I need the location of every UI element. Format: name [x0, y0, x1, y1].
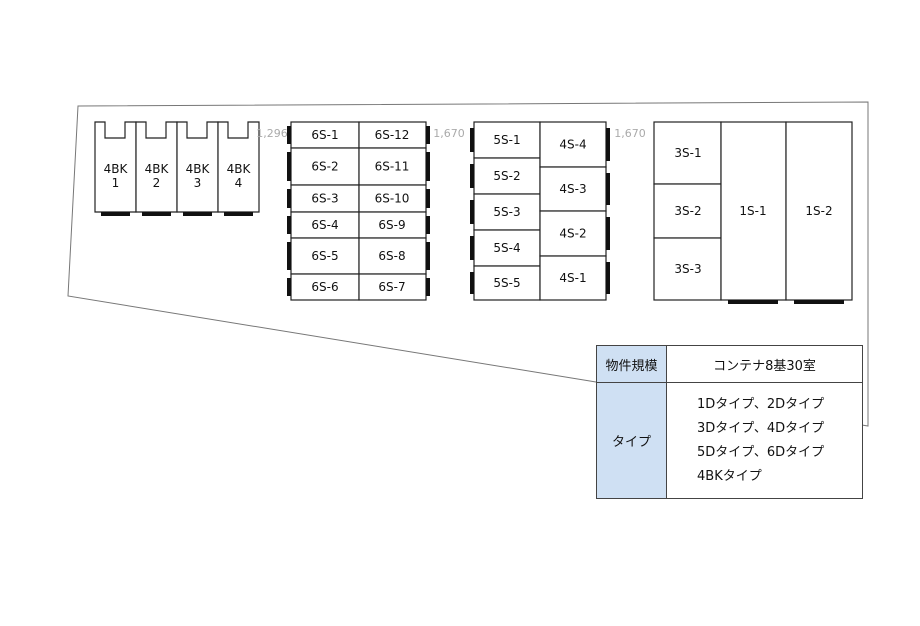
unit-5s — [473, 121, 541, 159]
door-marker — [606, 262, 610, 294]
unit-6s — [290, 147, 360, 186]
door-marker — [606, 217, 610, 250]
unit-label: 3S-1 — [674, 146, 701, 160]
unit-label: 5S-5 — [493, 276, 520, 290]
door-marker — [287, 216, 291, 234]
unit-label: 1S-1 — [739, 204, 766, 218]
type-line: 1Dタイプ、2Dタイプ — [697, 396, 825, 412]
door-marker — [606, 128, 610, 161]
unit-label: 6S-10 — [375, 192, 410, 206]
door-marker — [142, 212, 171, 216]
unit-label: 6S-7 — [378, 280, 405, 294]
door-marker — [101, 212, 130, 216]
unit-6s — [358, 211, 427, 239]
dimension-label: 1,670 — [433, 127, 465, 140]
type-header: タイプ — [596, 382, 667, 499]
door-marker — [426, 126, 430, 144]
type-line: 3Dタイプ、4Dタイプ — [697, 420, 825, 436]
scale-header: 物件規模 — [596, 345, 667, 383]
door-marker — [287, 126, 291, 144]
unit-5s — [473, 229, 541, 267]
unit-label: 5S-4 — [493, 241, 520, 255]
door-marker — [470, 200, 474, 224]
unit-5s — [473, 265, 541, 301]
door-marker — [470, 164, 474, 188]
unit-label: 6S-3 — [311, 192, 338, 206]
dimension-label: 1,670 — [614, 127, 646, 140]
unit-label: 6S-6 — [311, 280, 338, 294]
door-marker — [606, 173, 610, 205]
unit-4s — [539, 255, 607, 301]
unit-label: 5S-1 — [493, 133, 520, 147]
door-marker — [426, 189, 430, 208]
scale-value: コンテナ8基30室 — [666, 345, 863, 383]
unit-4s — [539, 210, 607, 257]
unit-label: 6S-9 — [378, 218, 405, 232]
unit-6s — [358, 237, 427, 275]
unit-4s — [539, 121, 607, 168]
unit-label: 4S-4 — [559, 138, 586, 152]
unit-label: 6S-12 — [375, 128, 410, 142]
unit-label: 6S-8 — [378, 249, 405, 263]
unit-label: 6S-1 — [311, 128, 338, 142]
door-marker — [794, 300, 844, 304]
door-marker — [728, 300, 778, 304]
unit-label: 6S-4 — [311, 218, 338, 232]
unit-label: 4S-1 — [559, 271, 586, 285]
dimension-label: 1,296 — [256, 127, 288, 140]
type-line: 5Dタイプ、6Dタイプ — [697, 444, 825, 460]
unit-label: 6S-11 — [375, 160, 410, 174]
door-marker — [426, 216, 430, 234]
door-marker — [426, 242, 430, 270]
unit-6s — [290, 273, 360, 301]
unit-label: 6S-2 — [311, 160, 338, 174]
door-marker — [287, 278, 291, 296]
door-marker — [426, 278, 430, 296]
door-marker — [287, 152, 291, 181]
door-marker — [470, 128, 474, 152]
door-marker — [287, 189, 291, 208]
unit-6s — [358, 121, 427, 149]
door-marker — [183, 212, 212, 216]
unit-label: 3S-2 — [674, 204, 701, 218]
door-marker — [426, 152, 430, 181]
type-values: 1Dタイプ、2Dタイプ 3Dタイプ、4Dタイプ 5Dタイプ、6Dタイプ 4BKタ… — [666, 382, 863, 499]
door-marker — [470, 272, 474, 294]
unit-label: 3S-3 — [674, 262, 701, 276]
unit-1s — [720, 121, 787, 301]
door-marker — [470, 236, 474, 260]
unit-5s — [473, 157, 541, 195]
unit-label: 4S-3 — [559, 182, 586, 196]
door-marker — [287, 242, 291, 270]
unit-label: 5S-2 — [493, 169, 520, 183]
unit-label: 4S-2 — [559, 227, 586, 241]
unit-label: 5S-3 — [493, 205, 520, 219]
unit-label: 1S-2 — [805, 204, 832, 218]
door-marker — [224, 212, 253, 216]
property-info-table: 物件規模 コンテナ8基30室 タイプ 1Dタイプ、2Dタイプ 3Dタイプ、4Dタ… — [596, 345, 863, 499]
unit-label: 6S-5 — [311, 249, 338, 263]
type-line: 4BKタイプ — [697, 468, 762, 484]
